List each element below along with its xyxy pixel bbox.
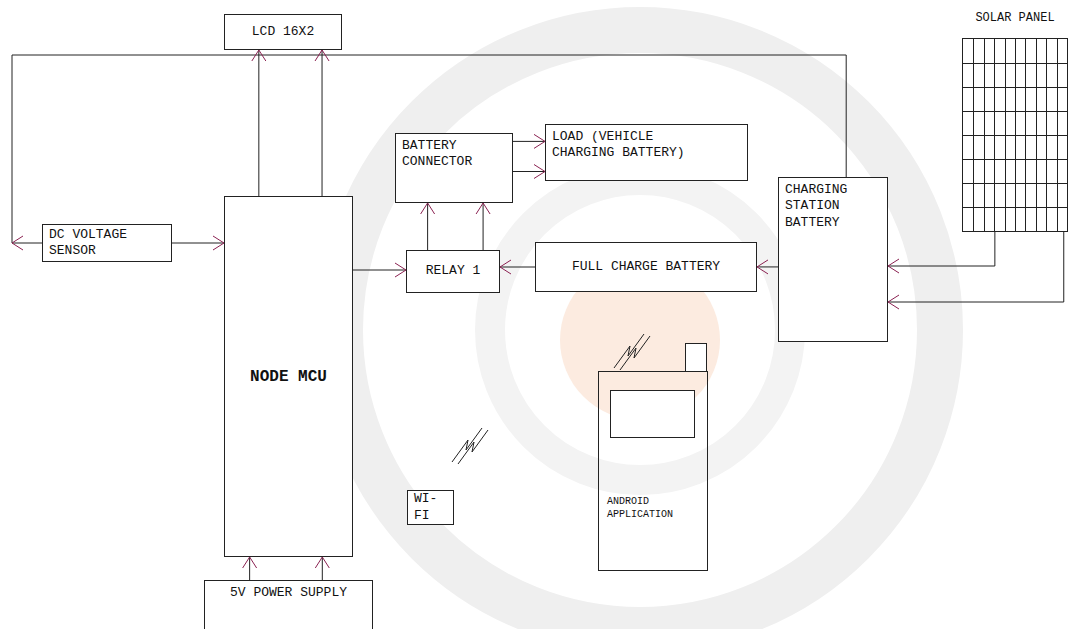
connector-line [513, 171, 545, 172]
battery-box: FULL CHARGE BATTERY [535, 242, 757, 292]
wireless-symbol [620, 336, 650, 370]
grid-line [963, 183, 1067, 184]
phone-outline [599, 372, 707, 570]
arrow-head [315, 50, 329, 61]
connector [421, 203, 435, 250]
connector-line [258, 50, 259, 196]
wireless-symbol [458, 430, 488, 464]
relay-box: RELAY 1 [406, 250, 500, 293]
arrow-head [476, 203, 490, 214]
connector-line [483, 203, 484, 250]
arrow-head [534, 165, 545, 179]
arrow-head [421, 203, 435, 214]
connector [243, 557, 257, 580]
station-box: CHARGING STATION BATTERY [778, 177, 888, 342]
arrow-head [12, 236, 23, 250]
grid-line [963, 111, 1067, 112]
connector-line [427, 203, 428, 250]
node-label: LCD 16X2 [252, 24, 314, 40]
connector [888, 232, 1064, 309]
sensor-box: DC VOLTAGE SENSOR [42, 224, 172, 262]
connector-line [888, 232, 1064, 302]
connector-line [172, 243, 224, 244]
arrow-head [888, 259, 899, 273]
panel-grid [963, 39, 1067, 231]
node-label: 5V POWER SUPPLY [230, 585, 347, 601]
node-label: CHARGING STATION BATTERY [785, 182, 881, 231]
node-label: FULL CHARGE BATTERY [572, 259, 720, 275]
watermark-ring [490, 180, 790, 480]
solar-panel: SOLAR PANEL [962, 38, 1068, 232]
mcu-box: NODE MCU [224, 196, 353, 557]
arrow-head [395, 263, 406, 277]
connector [12, 55, 846, 250]
wifi-box: WI-FI [407, 490, 454, 525]
connector [315, 557, 329, 580]
connector [476, 203, 490, 250]
lcd-box: LCD 16X2 [224, 14, 342, 50]
grid-line [963, 159, 1067, 160]
connector-line [322, 557, 323, 580]
phone-screen [611, 391, 695, 438]
phone-antenna [686, 344, 707, 372]
load-box: LOAD (VEHICLE CHARGING BATTERY) [545, 124, 748, 181]
phone: ANDROID APPLICATION [598, 371, 708, 571]
node-label: RELAY 1 [426, 263, 481, 279]
arrow-head [757, 260, 768, 274]
connector-line [12, 55, 846, 243]
connector [888, 232, 995, 273]
power-supply-box: 5V POWER SUPPLY [204, 580, 373, 629]
arrow-head [500, 260, 511, 274]
arrow-head [888, 295, 899, 309]
node-label: NODE MCU [250, 367, 327, 387]
connector-line [513, 141, 545, 142]
connector-line [888, 232, 995, 266]
connector [315, 50, 329, 196]
watermark-ring [340, 30, 940, 629]
node-label: WI-FI [414, 491, 447, 524]
arrow-head [213, 236, 224, 250]
grid-line [963, 207, 1067, 208]
connector-line [322, 50, 323, 196]
arrow-head [534, 134, 545, 148]
connector-line [353, 270, 406, 271]
node-label: BATTERY CONNECTOR [402, 138, 506, 171]
connector [172, 236, 224, 250]
grid-line [963, 135, 1067, 136]
node-label: DC VOLTAGE SENSOR [49, 227, 165, 260]
connector-line [500, 267, 535, 268]
connector-box: BATTERY CONNECTOR [395, 133, 513, 203]
arrow-head [243, 557, 257, 568]
node-label: LOAD (VEHICLE CHARGING BATTERY) [552, 129, 722, 162]
arrow-head [315, 557, 329, 568]
connector [353, 263, 406, 277]
connector-line [757, 266, 778, 267]
connector [513, 134, 545, 148]
connector [500, 260, 535, 274]
connector [513, 165, 545, 179]
grid-line [963, 63, 1067, 64]
connector [252, 50, 266, 196]
node-label: ANDROID APPLICATION [607, 496, 699, 521]
panel-heading: SOLAR PANEL [975, 11, 1054, 26]
connector-line [249, 557, 250, 580]
grid-line [963, 87, 1067, 88]
arrow-head [252, 50, 266, 61]
connector [757, 260, 778, 274]
